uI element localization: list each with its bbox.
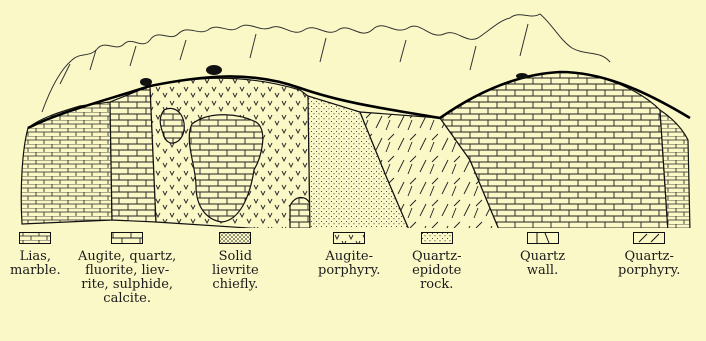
legend-item-quartz-wall: Quartz wall.	[520, 232, 565, 278]
ore-outcrop-dark-2	[206, 65, 222, 75]
legend-item-lias: Lias, marble.	[10, 232, 61, 278]
legend-label-quartz-wall: Quartz wall.	[520, 250, 565, 278]
lias-swatch	[19, 232, 51, 244]
legend-label-quartz-porphyry: Quartz- porphyry.	[618, 250, 680, 278]
quartz-epidote-swatch	[421, 232, 453, 244]
legend-label-lievrite: Solid lievrite chiefly.	[212, 250, 259, 292]
legend-label-lias: Lias, marble.	[10, 250, 61, 278]
quartz-porphyry-swatch	[633, 232, 665, 244]
quartz-wall-swatch	[527, 232, 559, 244]
legend-label-augite-porphyry: Augite- porphyry.	[318, 250, 380, 278]
ore-outcrop-dark-1	[140, 78, 152, 86]
legend-label-augite-quartz: Augite, quartz, fluorite, liev- rite, su…	[78, 250, 176, 306]
legend-label-quartz-epidote: Quartz- epidote rock.	[412, 250, 461, 292]
legend-item-augite-porphyry: Augite- porphyry.	[318, 232, 380, 278]
legend-item-quartz-epidote: Quartz- epidote rock.	[412, 232, 461, 292]
augite-quartz-swatch	[111, 232, 143, 244]
legend-item-quartz-porphyry: Quartz- porphyry.	[618, 232, 680, 278]
augite-porphyry-swatch	[333, 232, 365, 244]
geological-cross-section	[0, 0, 706, 228]
lievrite-swatch	[219, 232, 251, 244]
lias-marble-left	[21, 102, 112, 224]
ore-outcrop-dark-3	[516, 73, 528, 79]
legend-item-lievrite: Solid lievrite chiefly.	[212, 232, 259, 292]
lievrite-pod	[290, 197, 312, 228]
legend-item-augite-quartz: Augite, quartz, fluorite, liev- rite, su…	[78, 232, 176, 306]
augite-quartz-zone	[110, 86, 156, 222]
